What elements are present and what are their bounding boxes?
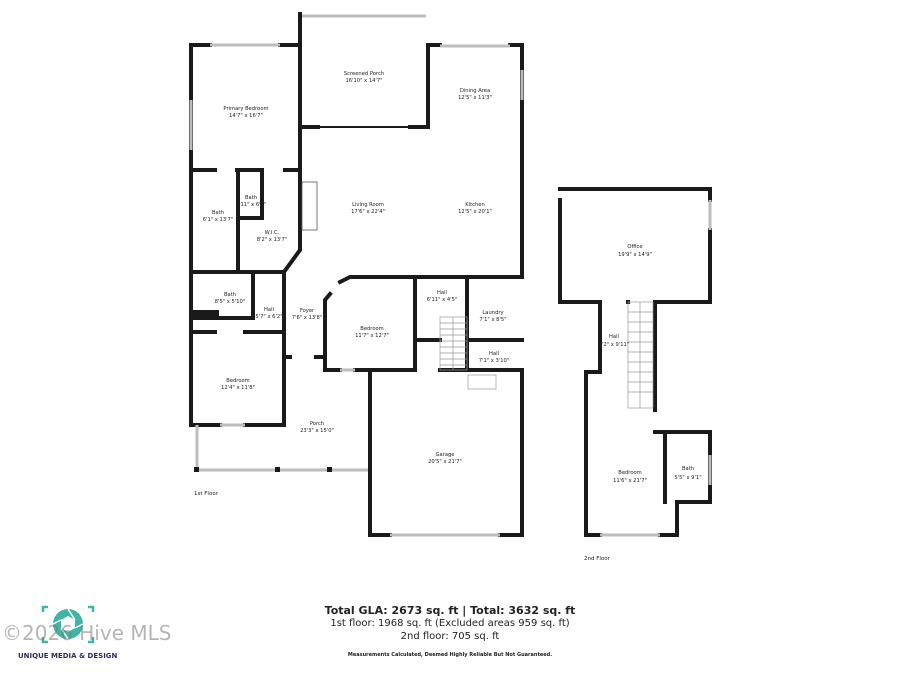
room-name: W.I.C. [265, 230, 280, 236]
room-size: 2'11" x 6'1" [236, 202, 267, 208]
floor-label: 1st Floor [194, 491, 219, 497]
watermark: ©2026 Hive MLS [2, 621, 172, 645]
room-size: 20'5" x 21'7" [428, 459, 462, 465]
room-size: 6'11" x 4'5" [427, 297, 458, 303]
room-size: 8'5" x 5'10" [215, 299, 246, 305]
room-size: 7'1" x 3'10" [479, 358, 510, 364]
room-name: Porch [310, 421, 324, 427]
room-name: Dining Area [460, 88, 490, 94]
room-size: 7'1" x 8'5" [479, 317, 506, 323]
logo-icon [41, 605, 95, 644]
room-name: Office [627, 244, 642, 250]
second-floor-walls [558, 187, 712, 537]
room-size: 12'5" x 11'3" [458, 95, 492, 101]
room-name: Bath [245, 195, 257, 201]
room-size: 2'2" x 9'11" [599, 342, 630, 348]
room-size: 16'10" x 14'7" [345, 78, 382, 84]
room-name: Foyer [300, 308, 315, 314]
room-name: Kitchen [465, 202, 485, 208]
room-name: Hall [437, 290, 447, 296]
room-name: Bedroom [618, 470, 641, 476]
room-name: Bath [224, 292, 236, 298]
room-name: Living Room [352, 202, 384, 208]
room-name: Bedroom [226, 378, 249, 384]
logo-text: UNIQUE MEDIA & DESIGN [18, 652, 118, 660]
floor-label: 2nd Floor [584, 556, 611, 562]
room-name: Hall [264, 307, 274, 313]
room-size: 23'3" x 15'0" [300, 428, 334, 434]
room-size: 19'9" x 14'9" [618, 252, 652, 258]
room-name: Garage [436, 452, 455, 458]
first-floor-area: 1st floor: 1968 sq. ft (Excluded areas 9… [330, 618, 570, 629]
second-floor-area: 2nd floor: 705 sq. ft [400, 631, 500, 642]
room-size: 11'6" x 21'7" [613, 478, 647, 484]
room-name: Bedroom [360, 326, 383, 332]
room-size: 7'6" x 13'8" [292, 315, 323, 321]
disclaimer: Measurements Calculated, Deemed Highly R… [347, 652, 553, 658]
room-size: 12'4" x 11'8" [221, 385, 255, 391]
room-name: Bath [212, 210, 224, 216]
total-area: Total GLA: 2673 sq. ft | Total: 3632 sq.… [324, 604, 576, 617]
room-name: Screened Porch [344, 71, 384, 77]
first-floor-stairs [439, 316, 497, 390]
room-size: 17'6" x 22'4" [351, 209, 385, 215]
room-name: Primary Bedroom [223, 106, 268, 112]
room-size: 5'5" x 9'1" [674, 475, 701, 481]
room-size: 11'7" x 12'7" [355, 333, 389, 339]
room-size: 12'5" x 20'1" [458, 209, 492, 215]
room-size: 6'1" x 13'7" [203, 217, 234, 223]
first-floor-walls [189, 12, 524, 537]
room-size: 5'7" x 6'2" [255, 314, 282, 320]
room-size: 14'7" x 16'7" [229, 113, 263, 119]
second-floor-stairs [627, 301, 654, 409]
room-name: Hall [489, 351, 499, 357]
room-name: Bath [682, 466, 694, 472]
room-name: Hall [609, 334, 619, 340]
room-size: 8'2" x 13'7" [257, 237, 288, 243]
room-name: Laundry [482, 310, 503, 316]
